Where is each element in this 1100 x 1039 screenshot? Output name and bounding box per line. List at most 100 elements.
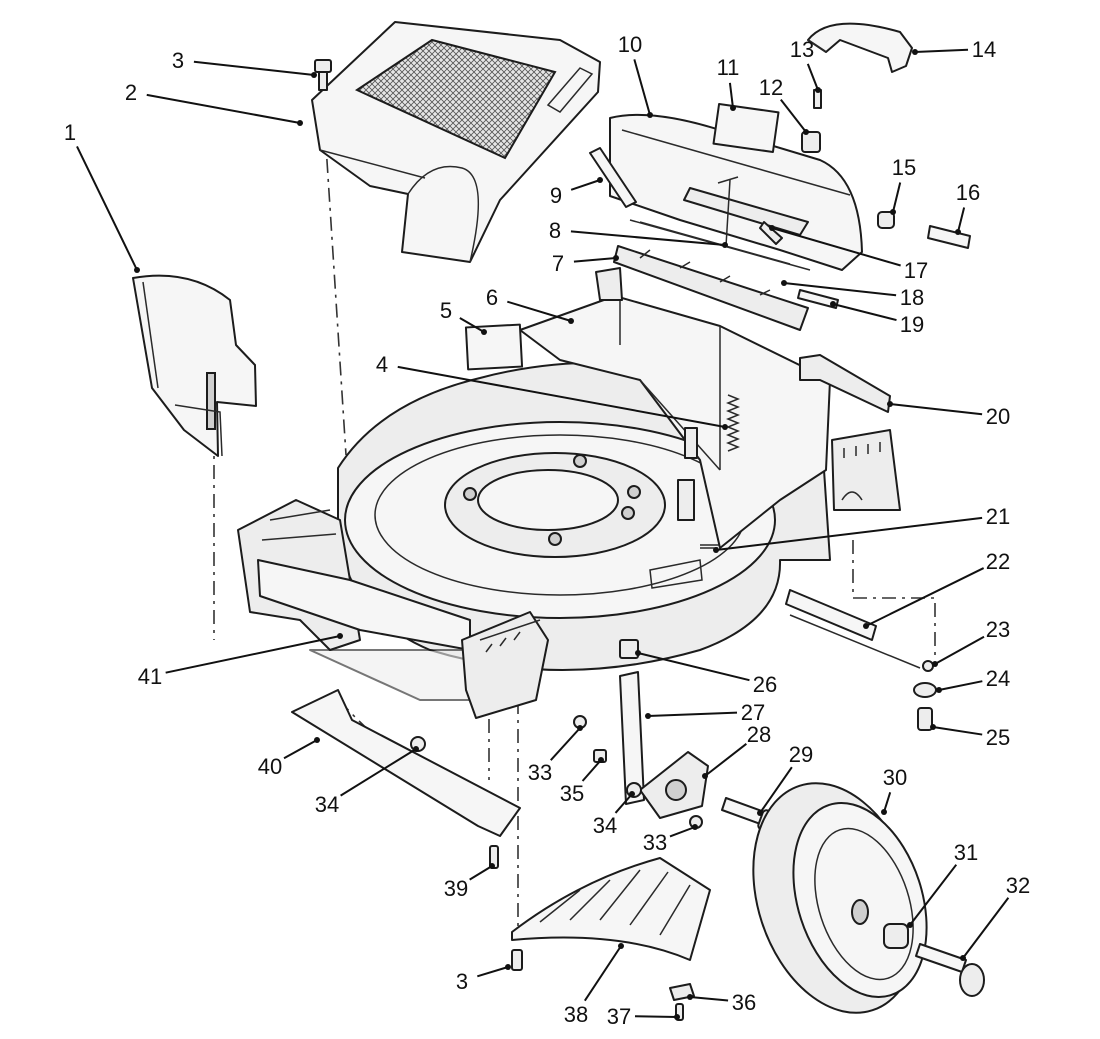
callout-arrowhead [645,713,651,719]
callout-number: 24 [986,666,1010,691]
callout-leader [477,966,509,978]
part-27-adjust-plate [619,671,645,805]
callout-15: 15 [890,155,916,215]
callout-leader [771,227,901,267]
callout-number: 30 [883,765,907,790]
callout-leader [614,793,633,814]
callout-leader [806,63,819,91]
callout-arrowhead [618,943,624,949]
callout-arrowhead [932,661,938,667]
callout-leader [892,182,902,213]
callout-number: 5 [440,298,452,323]
callout-arrowhead [647,112,653,118]
callout-arrowhead [481,329,487,335]
callout-arrowhead [134,267,140,273]
callout-arrowhead [597,177,603,183]
callout-number: 4 [376,352,388,377]
callout-leader [704,743,747,777]
callout-arrowhead [413,746,419,752]
callout-arrowhead [960,955,966,961]
callout-number: 36 [732,990,756,1015]
callout-22: 22 [863,549,1010,629]
part-14-handle [807,22,913,73]
callout-leader [146,93,301,124]
callout-29: 29 [757,742,813,816]
callout-leader [340,748,417,797]
callout-arrowhead [568,318,574,324]
callout-number: 16 [956,180,980,205]
callout-leader [909,864,958,926]
callout-arrowhead [830,301,836,307]
callout-leader [783,282,897,297]
callout-5: 5 [440,298,487,335]
callout-20: 20 [887,401,1010,429]
callout-leader [938,680,983,691]
callout-leader [283,739,318,760]
callout-arrowhead [815,87,821,93]
part-15-bushing [877,211,895,229]
part-25-bolt [917,707,933,731]
callout-arrowhead [936,687,942,693]
callout-arrowhead [489,863,495,869]
callout-leader [570,230,726,246]
part-24-nut [913,682,937,698]
callout-number: 20 [986,404,1010,429]
callout-12: 12 [759,75,809,135]
part-20-height-adjuster [799,354,901,511]
callout-31: 31 [907,840,978,928]
callout-number: 8 [549,218,561,243]
callout-arrowhead [890,209,896,215]
callout-number: 25 [986,725,1010,750]
part-1-deflector [132,274,257,457]
callout-leader [728,82,734,109]
callout-4: 4 [376,352,728,430]
part-3-bolt [314,59,332,91]
callout-arrowhead [314,737,320,743]
part-31-bushing [883,923,909,949]
callout-number: 22 [986,549,1010,574]
callout-arrowhead [702,773,708,779]
callout-number: 28 [747,722,771,747]
callout-leader [570,179,601,191]
callout-14: 14 [912,37,996,62]
callout-number: 37 [607,1004,631,1029]
callout-number: 27 [741,700,765,725]
callout-24: 24 [936,666,1010,693]
callout-leader [865,567,985,627]
callout-34: 34 [315,746,419,817]
callout-number: 7 [552,251,564,276]
callout-arrowhead [598,757,604,763]
callout-3: 3 [172,48,317,78]
part-7-hinge-bracket [595,245,809,331]
callout-arrowhead [955,229,961,235]
callout-leader [669,826,696,838]
callout-arrowhead [629,791,635,797]
callout-leader [647,711,738,717]
callout-13: 13 [790,37,821,93]
callout-arrowhead [692,824,698,830]
callout-number: 14 [972,37,996,62]
mower-deck-housing [337,361,831,671]
callout-leader [637,652,750,682]
part-9-rod [589,147,637,208]
callout-39: 39 [444,863,495,901]
part-30-wheel [752,782,928,1014]
callout-41: 41 [138,633,343,689]
callout-number: 23 [986,617,1010,642]
callout-number: 12 [759,75,783,100]
part-19-hinge-rod [797,289,839,309]
part-3-bolt-lower [511,949,523,971]
callout-9: 9 [550,177,603,208]
callout-37: 37 [607,1004,680,1029]
callout-arrowhead [730,105,736,111]
callout-leader [914,48,969,53]
callout-leader [780,99,807,133]
part-6-rear-frame [519,295,831,549]
callout-leader [165,635,341,674]
callout-number: 18 [900,285,924,310]
callout-1: 1 [64,120,140,273]
callout-2: 2 [125,80,303,126]
part-22-axle-shaft [789,614,921,669]
callout-34: 34 [593,791,635,838]
